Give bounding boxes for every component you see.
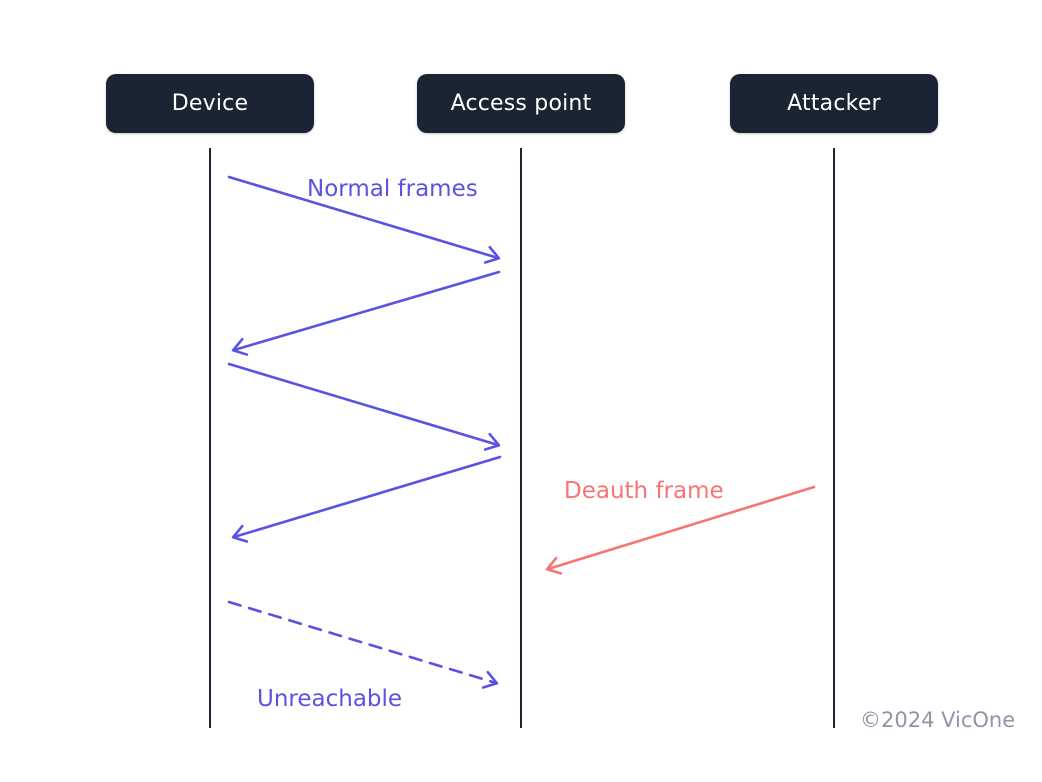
normal-frames-label: Normal frames [307, 176, 478, 202]
actor-box-device: Device [106, 74, 314, 133]
copyright-text: ©2024 VicOne [860, 708, 1016, 732]
unreachable-label: Unreachable [257, 686, 403, 712]
deauth-frame-arrow [545, 485, 816, 575]
actor-box-attacker: Attacker [730, 74, 938, 133]
normal-frame-arrow-2 [231, 270, 501, 356]
normal-frame-arrow-4 [231, 455, 502, 543]
normal-frame-arrow-3 [227, 362, 501, 451]
deauth-frame-label: Deauth frame [564, 478, 724, 504]
actor-box-access-point: Access point [417, 74, 625, 133]
actor-label-access-point: Access point [450, 91, 592, 116]
normal-frame-arrow-1 [227, 175, 501, 264]
unreachable-arrow [227, 600, 499, 689]
actor-label-device: Device [171, 91, 249, 116]
actor-label-attacker: Attacker [787, 91, 881, 116]
